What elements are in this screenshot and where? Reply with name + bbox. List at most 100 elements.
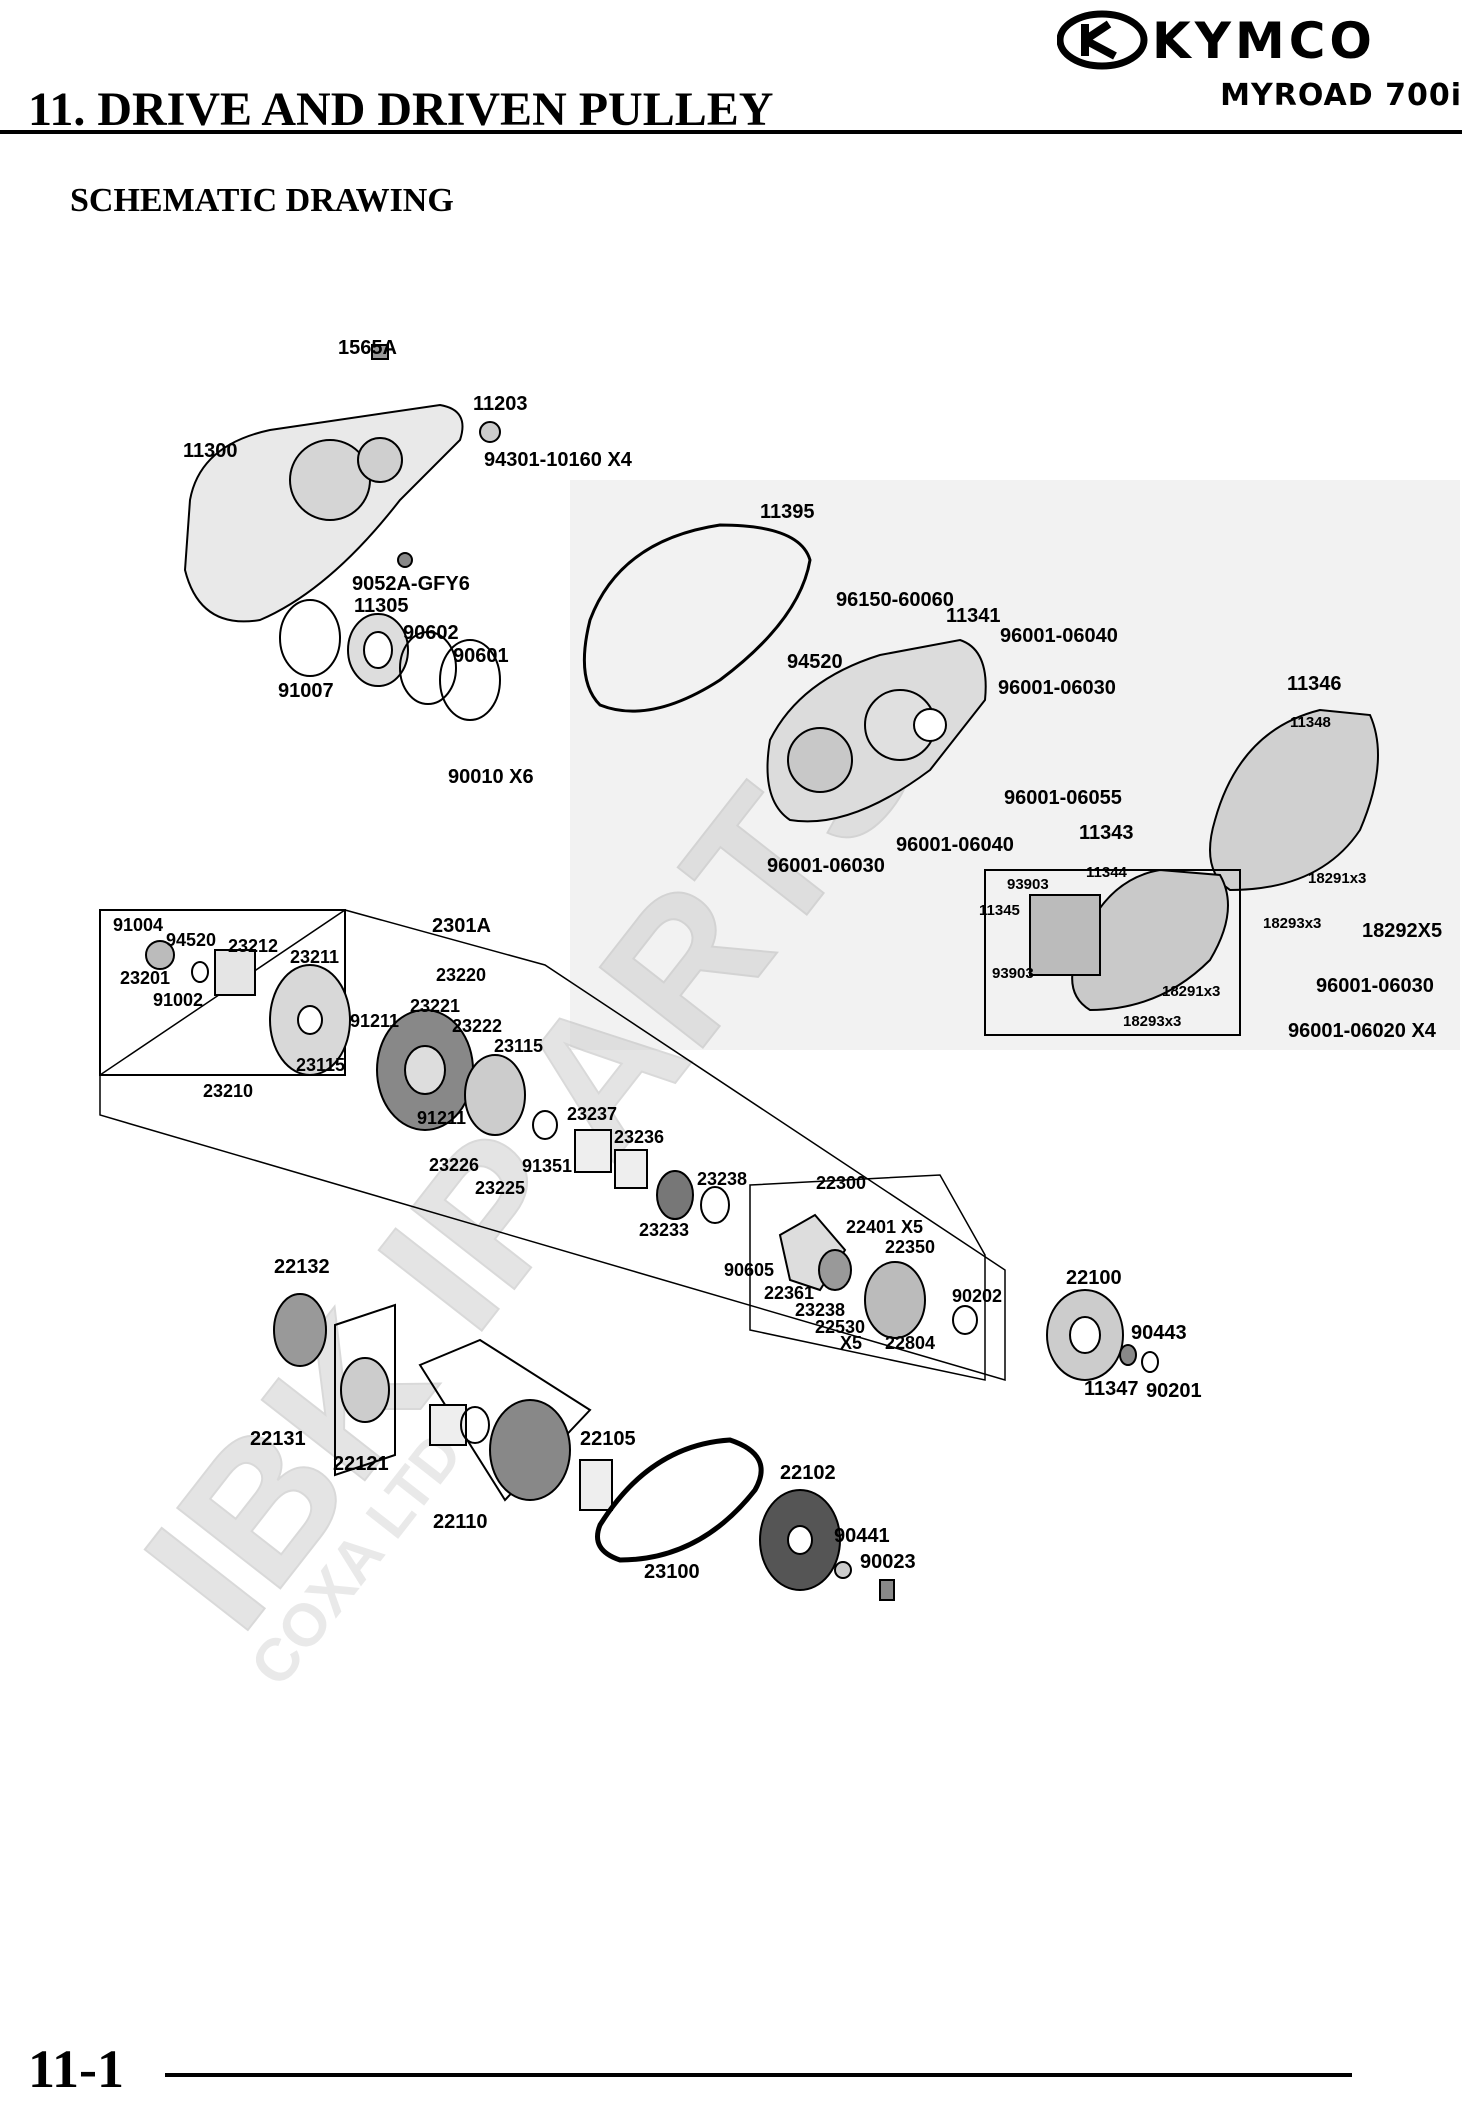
label-9052a: 9052A-GFY6 (352, 573, 470, 595)
label-90602: 90602 (403, 622, 459, 644)
label-11346: 11346 (1287, 673, 1342, 695)
label-18291-a: 18291x3 (1308, 870, 1366, 887)
label-91007: 91007 (278, 680, 334, 702)
clutch-cover-11341 (766, 638, 987, 823)
label-22105: 22105 (580, 1428, 636, 1450)
label-11347: 11347 (1084, 1378, 1139, 1400)
label-x5: X5 (840, 1333, 862, 1353)
label-22102: 22102 (780, 1462, 836, 1484)
label-23237: 23237 (567, 1104, 617, 1124)
label-22300: 22300 (816, 1173, 866, 1193)
bearing-parts-group (279, 599, 501, 721)
label-91351: 91351 (522, 1156, 572, 1176)
drive-face-parts (145, 940, 351, 1076)
label-96001-06020: 96001-06020 X4 (1288, 1020, 1437, 1042)
label-22401: 22401 X5 (846, 1217, 923, 1237)
label-90601: 90601 (453, 645, 509, 667)
label-22131: 22131 (250, 1428, 306, 1450)
label-23115-a: 23115 (296, 1055, 345, 1075)
label-22530: 22530 (815, 1317, 865, 1337)
label-11344: 11344 (1086, 864, 1128, 881)
label-91211-b: 91211 (417, 1108, 466, 1128)
label-18291-b: 18291x3 (1162, 983, 1220, 1000)
label-90010: 90010 X6 (448, 766, 534, 788)
label-90023: 90023 (860, 1551, 916, 1573)
label-23222: 23222 (452, 1016, 502, 1036)
chapter-title: 11. DRIVE AND DRIVEN PULLEY (28, 83, 774, 136)
label-90605: 90605 (724, 1260, 774, 1280)
label-11341: 11341 (946, 605, 1001, 627)
label-94301: 94301-10160 X4 (484, 449, 633, 471)
label-1565a: 1565A (338, 337, 397, 359)
driven-pulley-22102 (759, 1489, 895, 1601)
label-23201: 23201 (120, 968, 170, 988)
assembly-box-2301A (99, 909, 1006, 1382)
crankcase-cover-11300 (183, 344, 501, 623)
model-name: MYROAD 700i (1220, 78, 1462, 113)
label-11305: 11305 (354, 595, 409, 617)
kymco-emblem-icon (1056, 10, 1148, 70)
label-11203: 11203 (473, 393, 528, 415)
label-11345: 11345 (979, 902, 1020, 919)
label-22100: 22100 (1066, 1267, 1122, 1289)
section-title: SCHEMATIC DRAWING (70, 182, 454, 219)
belt-23100 (595, 1437, 764, 1563)
outer-cover-11343 (984, 868, 1241, 1036)
label-22121: 22121 (333, 1453, 389, 1475)
label-90441: 90441 (834, 1525, 890, 1547)
movable-face-22110 (273, 1293, 613, 1511)
page-number: 11-1 (28, 2039, 125, 2099)
label-23238-b: 23238 (795, 1300, 845, 1320)
label-11343: 11343 (1079, 822, 1134, 844)
label-18293-b: 18293x3 (1123, 1013, 1181, 1030)
label-23211: 23211 (290, 947, 339, 967)
footer-divider (165, 2073, 1352, 2077)
label-11348: 11348 (1290, 714, 1331, 731)
clutch-outer-22100 (1046, 1289, 1159, 1381)
clutch-parts-22300 (778, 1213, 978, 1339)
label-90202: 90202 (952, 1286, 1002, 1306)
label-11300: 11300 (183, 440, 238, 462)
label-90201: 90201 (1146, 1380, 1202, 1402)
label-18293-a: 18293x3 (1263, 915, 1321, 932)
label-96001-06030-c: 96001-06030 (1316, 975, 1434, 997)
label-93903-b: 93903 (992, 965, 1034, 982)
label-90443: 90443 (1131, 1322, 1187, 1344)
label-23220: 23220 (436, 965, 486, 985)
label-22132: 22132 (274, 1256, 330, 1278)
label-23100: 23100 (644, 1561, 700, 1583)
clutch-assembly-box-22300 (749, 1174, 986, 1381)
label-96001-06030-a: 96001-06030 (998, 677, 1116, 699)
label-91211-a: 91211 (350, 1011, 399, 1031)
label-18292: 18292X5 (1362, 920, 1442, 942)
label-22361: 22361 (764, 1283, 814, 1303)
label-96001-06055: 96001-06055 (1004, 787, 1122, 809)
label-22350: 22350 (885, 1237, 935, 1257)
label-22110: 22110 (433, 1511, 488, 1533)
label-94520-b: 94520 (166, 930, 216, 950)
label-22804: 22804 (885, 1333, 935, 1353)
label-94520-a: 94520 (787, 651, 843, 673)
brand-name: KYMCO (1152, 12, 1376, 70)
variator-23220 (376, 1009, 730, 1224)
gasket-11395 (582, 523, 812, 713)
part-labels: 1565A 11203 11300 94301-10160 X4 9052A-G… (113, 337, 1442, 1583)
header-divider (0, 130, 1462, 134)
label-96001-06040-b: 96001-06040 (896, 834, 1014, 856)
label-23225: 23225 (475, 1178, 525, 1198)
label-23226: 23226 (429, 1155, 479, 1175)
label-96001-06040-a: 96001-06040 (1000, 625, 1118, 647)
label-23210: 23210 (203, 1081, 253, 1101)
label-23221: 23221 (410, 996, 460, 1016)
label-91004: 91004 (113, 915, 163, 935)
kymco-logo: KYMCO (1056, 10, 1417, 70)
label-23236: 23236 (614, 1127, 664, 1147)
label-96001-06030-b: 96001-06030 (767, 855, 885, 877)
label-23238-a: 23238 (697, 1169, 747, 1189)
label-91002: 91002 (153, 990, 203, 1010)
label-23115-b: 23115 (494, 1036, 543, 1056)
label-93903-a: 93903 (1007, 876, 1049, 893)
cover-plate-11345 (1029, 894, 1101, 976)
label-96150: 96150-60060 (836, 589, 954, 611)
